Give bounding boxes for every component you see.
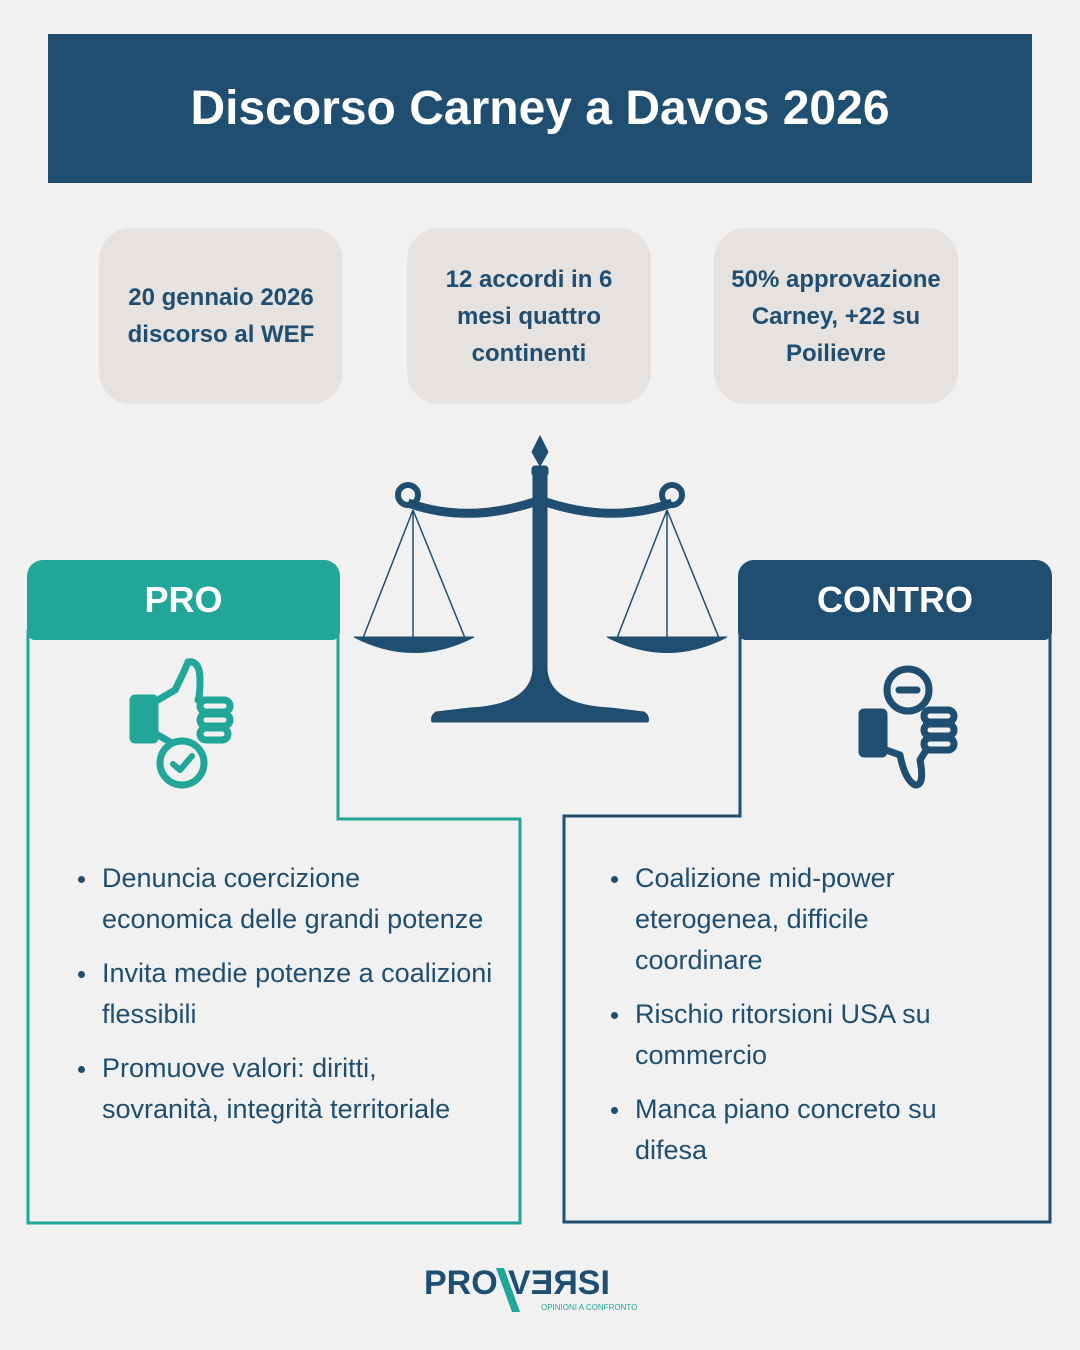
- page-title: Discorso Carney a Davos 2026: [48, 34, 1032, 183]
- svg-text:VƎЯSI: VƎЯSI: [508, 1264, 610, 1302]
- proversi-logo: PRO VƎЯSI OPINIONI A CONFRONTO: [424, 1264, 637, 1312]
- contro-list: Coalizione mid-power eterogenea, diffici…: [611, 858, 941, 1184]
- contro-item: Coalizione mid-power eterogenea, diffici…: [611, 858, 941, 981]
- pro-header: PRO: [27, 560, 340, 640]
- stat-card-date: 20 gennaio 2026 discorso al WEF: [99, 228, 343, 404]
- stat-card-approval: 50% approvazione Carney, +22 su Poilievr…: [714, 228, 958, 404]
- contro-item: Rischio ritorsioni USA su commercio: [611, 994, 941, 1076]
- contro-header: CONTRO: [738, 560, 1052, 640]
- pro-list: Denuncia coercizione economica delle gra…: [78, 858, 498, 1143]
- thumbs-up-check-icon: [129, 658, 234, 789]
- svg-text:OPINIONI A CONFRONTO: OPINIONI A CONFRONTO: [541, 1303, 637, 1312]
- balance-scale-icon: [353, 434, 728, 723]
- thumbs-down-minus-icon: [858, 665, 958, 789]
- stat-card-agreements: 12 accordi in 6 mesi quattro continenti: [407, 228, 651, 404]
- pro-item: Promuove valori: diritti, sovranità, int…: [78, 1048, 498, 1130]
- contro-item: Manca piano concreto su difesa: [611, 1089, 941, 1171]
- pro-item: Invita medie potenze a coalizioni flessi…: [78, 953, 498, 1035]
- pro-item: Denuncia coercizione economica delle gra…: [78, 858, 498, 940]
- svg-text:PRO: PRO: [424, 1264, 498, 1302]
